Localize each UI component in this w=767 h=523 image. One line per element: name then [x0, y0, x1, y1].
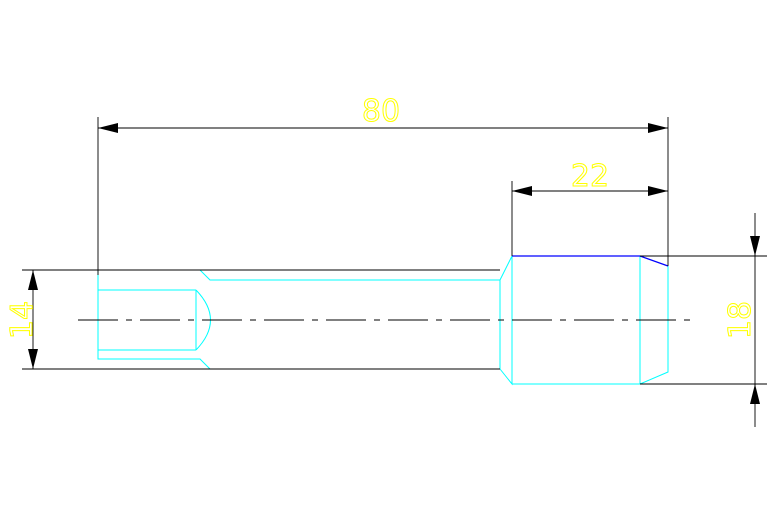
shank [97, 269, 500, 370]
dim-overall-length [97, 117, 669, 275]
head-top-edge [512, 255, 669, 267]
dimension-lines [22, 117, 767, 427]
dim-text-22: 22 [571, 159, 609, 194]
dim-shank-diameter [22, 269, 500, 370]
dim-head-diameter [640, 213, 767, 427]
shank-outline [97, 270, 500, 370]
head-right-chamfer [639, 266, 669, 385]
shank-top-edge [98, 269, 500, 281]
dim-text-80: 80 [362, 94, 400, 129]
dim-head-length [511, 181, 668, 256]
dim-text-14: 14 [5, 301, 40, 339]
dim-text-18: 18 [723, 301, 758, 339]
